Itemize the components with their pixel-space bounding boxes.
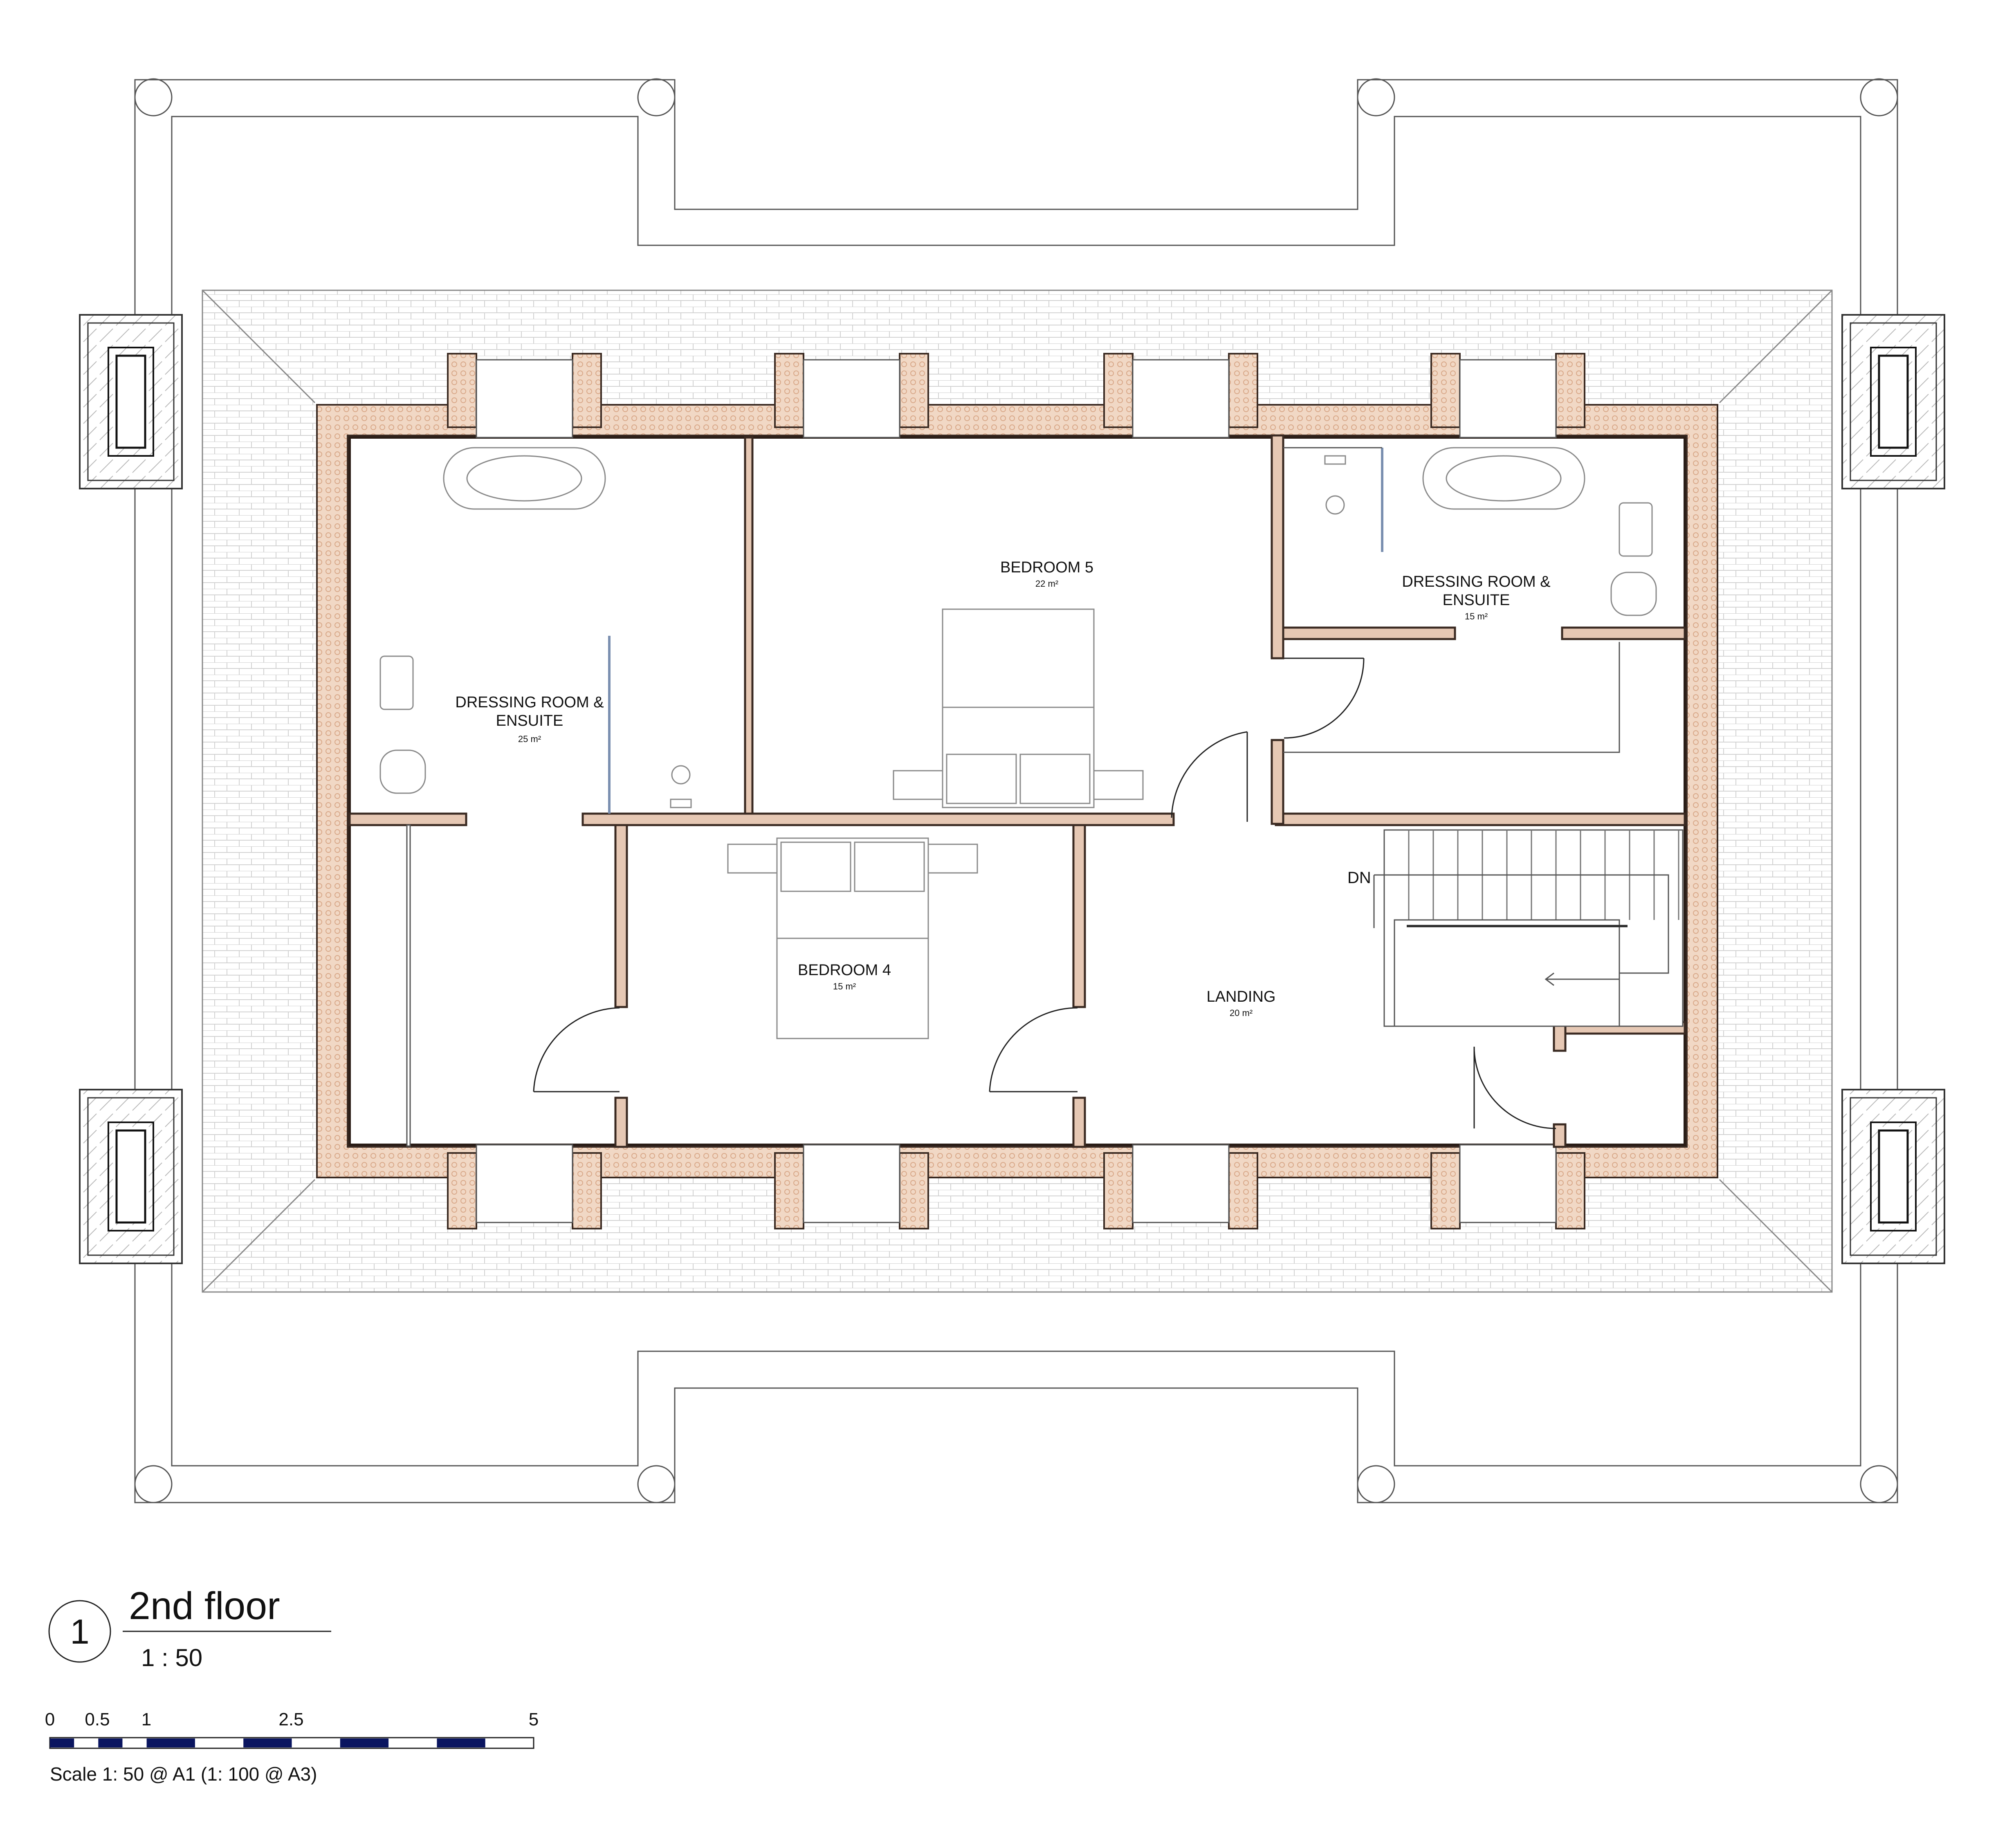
room-dressing-right: DRESSING ROOM & ENSUITE 15 m² (1402, 573, 1550, 621)
doors (533, 657, 1556, 1129)
scale-segment (243, 1738, 292, 1747)
shower-right (1324, 455, 1346, 515)
bathtub-left (443, 447, 606, 510)
scale-tick-1: 1 (141, 1709, 151, 1729)
door-bedroom5 (1171, 731, 1248, 822)
wc-right (1610, 572, 1657, 616)
scale-tick-2.5: 2.5 (278, 1709, 303, 1729)
scale-segment (340, 1738, 389, 1747)
dormers-bottom (447, 1144, 1585, 1229)
room-bedroom5: BEDROOM 5 22 m² (1000, 559, 1093, 589)
chimney-stacks (79, 314, 1945, 1264)
scale-segment (146, 1738, 195, 1747)
dressing-left-area: 25 m² (518, 734, 541, 744)
scale-note: Scale 1: 50 @ A1 (1: 100 @ A3) (50, 1763, 317, 1785)
chimney-bottom-right (1841, 1089, 1945, 1264)
terrace-outline (134, 79, 1898, 1503)
door-landing-bathroom (1473, 1046, 1556, 1129)
scale-tick-0: 0 (45, 1709, 55, 1729)
room-labels: DRESSING ROOM & ENSUITE 25 m² BEDROOM 5 … (455, 559, 1550, 1018)
view-number-circle (48, 1600, 111, 1663)
shower-left (670, 765, 692, 808)
room-landing: LANDING 20 m² (1207, 988, 1276, 1018)
scale-bar: 0 0.5 1 2.5 5 Scale 1: 50 @ A1 (1: 100 @… (45, 1709, 539, 1785)
dressing-left-name-line1: DRESSING ROOM & (455, 694, 604, 711)
dormers-top (447, 353, 1585, 438)
column-circles (134, 78, 1898, 1503)
fixtures (379, 447, 1657, 1039)
view-title: 1 2nd floor 1 : 50 (48, 1584, 331, 1671)
bedroom5-name: BEDROOM 5 (1000, 559, 1093, 576)
interior-walls (348, 434, 1686, 1148)
view-scale: 1 : 50 (141, 1644, 202, 1671)
chimney-top-left (79, 314, 183, 489)
bed-bedroom4 (727, 837, 978, 1039)
scale-segment (98, 1738, 123, 1747)
bed-bedroom5 (893, 608, 1144, 808)
door-bedroom4 (989, 1007, 1078, 1092)
scale-tick-0.5: 0.5 (85, 1709, 110, 1729)
bedroom4-area: 15 m² (833, 981, 856, 991)
landing-name: LANDING (1207, 988, 1276, 1005)
chimney-top-right (1841, 314, 1945, 489)
door-dressing-right (1284, 657, 1365, 739)
staircase (1373, 829, 1684, 1027)
scale-tick-5: 5 (529, 1709, 539, 1729)
basin-left (379, 655, 414, 710)
basin-right (1619, 502, 1653, 557)
chimney-bottom-left (79, 1089, 183, 1264)
scale-segment (50, 1738, 74, 1747)
scale-segment (437, 1738, 485, 1747)
view-name: 2nd floor (129, 1584, 280, 1628)
bathtub-right (1422, 447, 1585, 510)
dressing-right-name-line2: ENSUITE (1443, 592, 1510, 609)
room-bedroom4: BEDROOM 4 15 m² (798, 962, 891, 991)
bedroom5-area: 22 m² (1035, 579, 1058, 589)
dressing-left-name-line2: ENSUITE (496, 712, 563, 729)
landing-area: 20 m² (1230, 1008, 1253, 1018)
dressing-right-name-line1: DRESSING ROOM & (1402, 573, 1550, 590)
room-dressing-left: DRESSING ROOM & ENSUITE 25 m² (455, 694, 604, 744)
bedroom4-name: BEDROOM 4 (798, 962, 891, 979)
stair-down-label: DN (1347, 869, 1371, 887)
door-left-bedroom (533, 1007, 620, 1092)
dressing-right-area: 15 m² (1465, 611, 1488, 621)
wc-left (379, 749, 426, 794)
view-number: 1 (70, 1613, 89, 1651)
